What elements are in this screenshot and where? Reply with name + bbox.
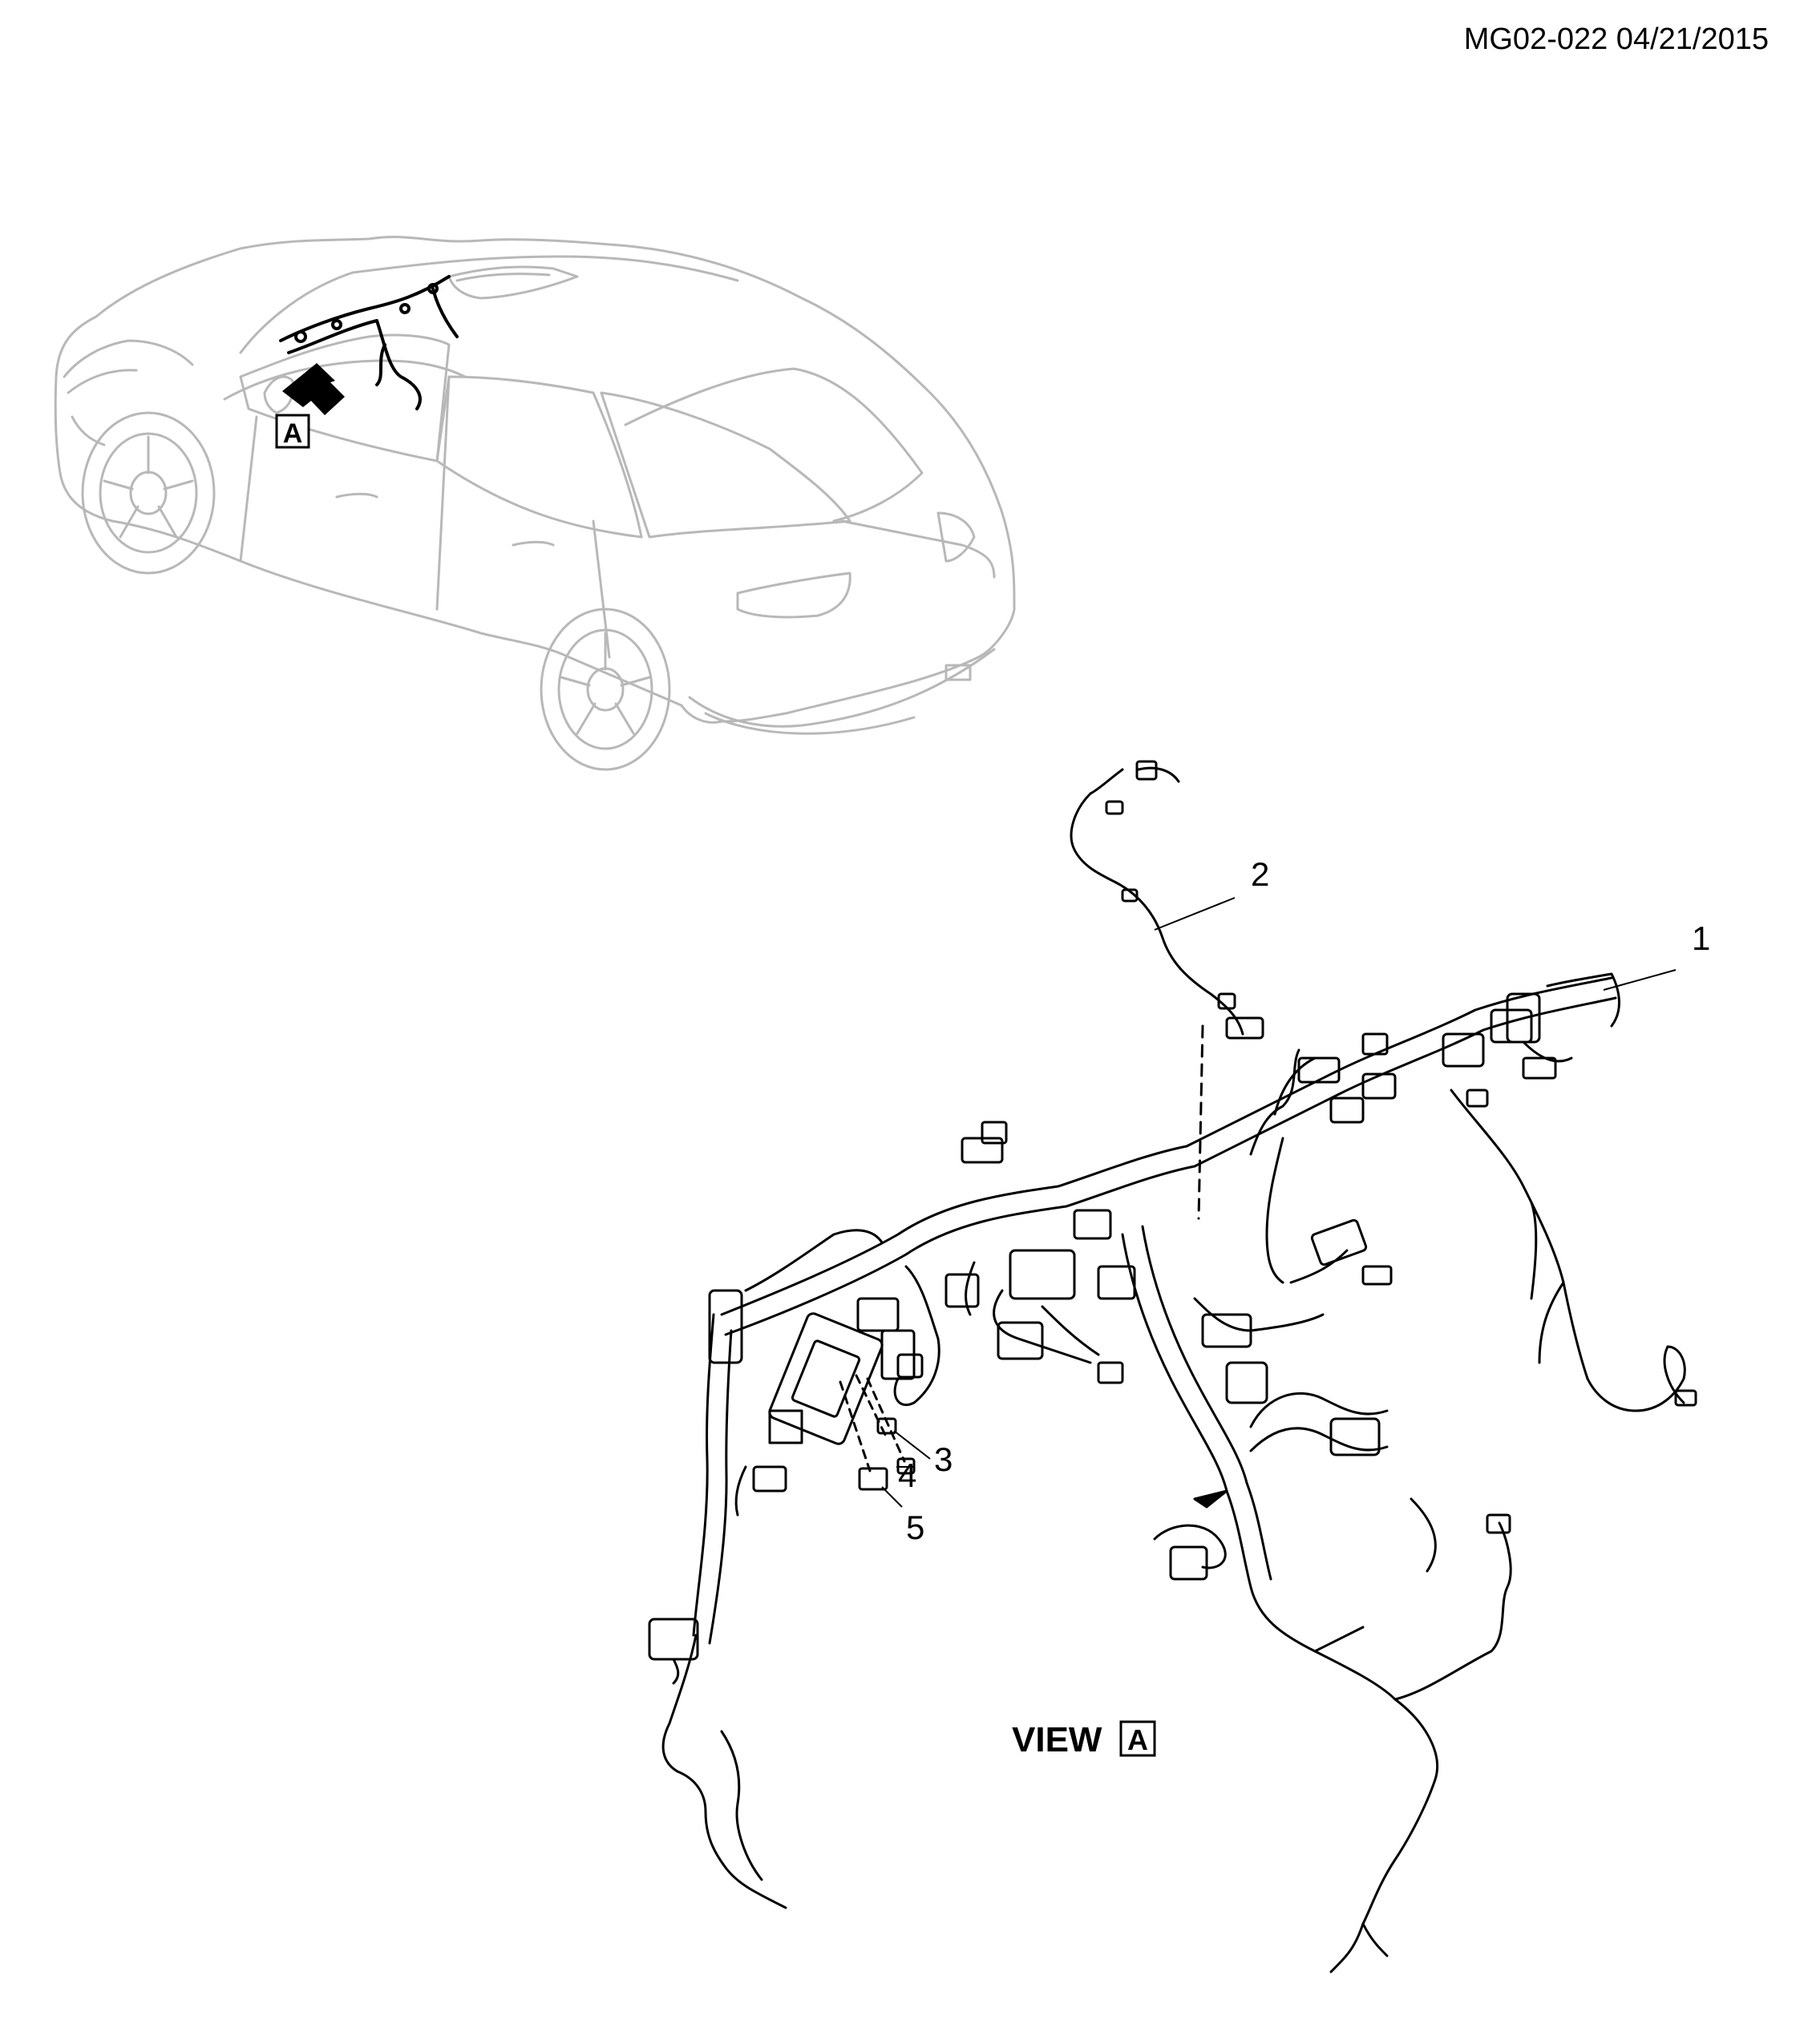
callout-2-label: 2 <box>1251 855 1269 893</box>
callout-5: 5 <box>881 1486 924 1546</box>
callout-1: 1 <box>1603 919 1710 991</box>
wiring-harness-assembly <box>648 760 1697 1973</box>
callout-4: 4 <box>896 1456 916 1494</box>
view-label-letter: A <box>1127 1723 1148 1756</box>
callout-5-label: 5 <box>906 1509 924 1546</box>
car-illustration <box>54 236 1016 771</box>
callout-3: 3 <box>893 1430 953 1478</box>
view-a-marker-letter: A <box>283 418 303 449</box>
view-a-label: VIEW A <box>1012 1720 1156 1759</box>
view-label-text: VIEW <box>1012 1720 1102 1759</box>
view-a-arrow-icon <box>282 363 345 415</box>
callout-3-label: 3 <box>934 1440 953 1478</box>
view-a-marker: A <box>275 414 310 449</box>
callout-2: 2 <box>1154 855 1269 931</box>
document-id: MG02-022 04/21/2015 <box>1463 22 1769 56</box>
callout-1-label: 1 <box>1692 919 1710 957</box>
callout-4-label: 4 <box>898 1456 916 1494</box>
car-harness-highlight <box>279 275 459 410</box>
